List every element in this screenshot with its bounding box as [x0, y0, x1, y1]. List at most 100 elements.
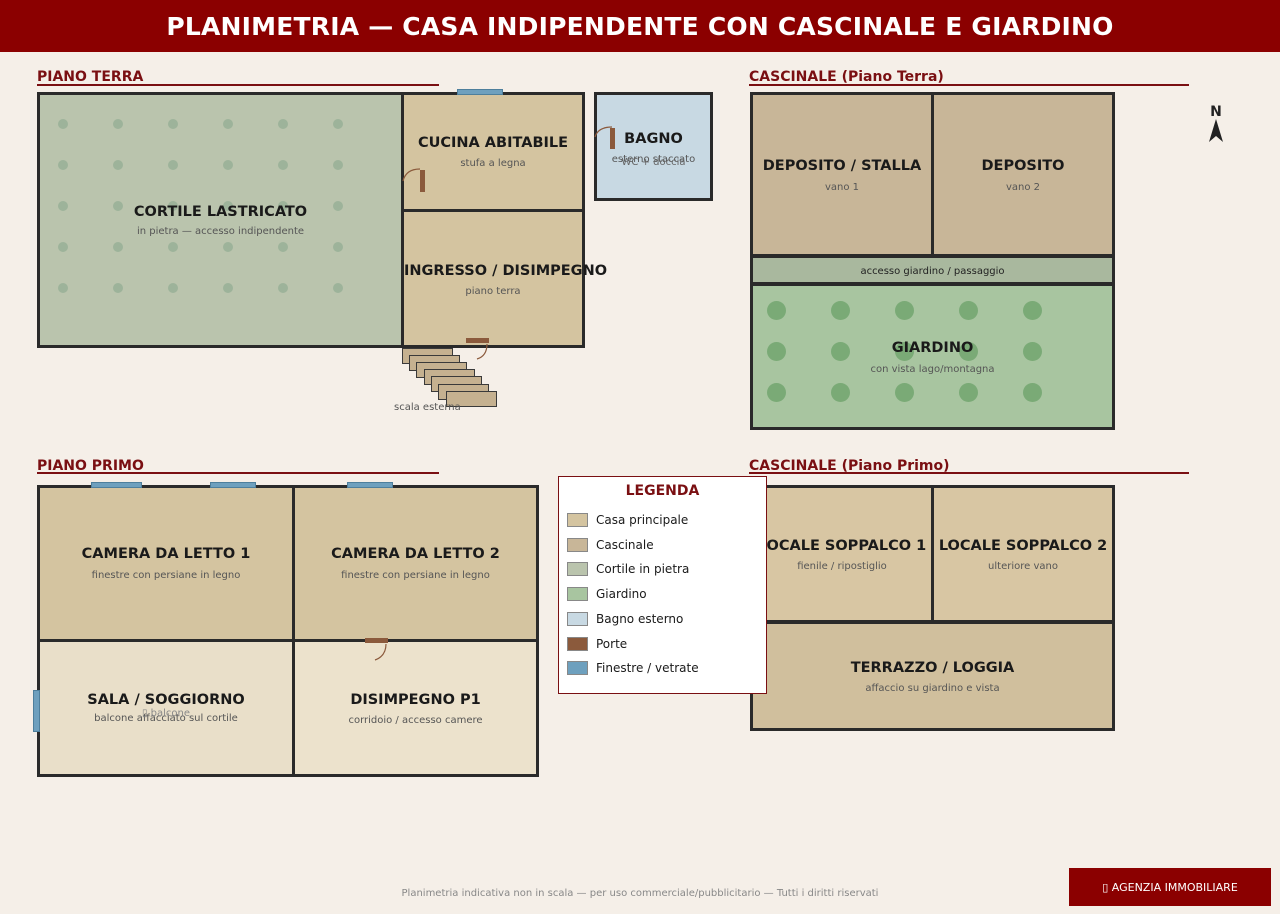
- paving-stone: [223, 160, 233, 170]
- paving-stone: [58, 160, 68, 170]
- room-subtitle: finestre con persiane in legno: [91, 570, 241, 581]
- room-subtitle: balcone affacciato sul cortile: [94, 713, 238, 724]
- room-subtitle: vano 2: [1005, 182, 1041, 193]
- room-soppalco-1: LOCALE SOPPALCO 1 fienile / ripostiglio: [750, 485, 934, 623]
- paving-stone: [278, 160, 288, 170]
- room-subtitle: affaccio su giardino e vista: [865, 683, 1000, 694]
- window: [33, 690, 40, 732]
- room-subtitle: con vista lago/montagna: [870, 364, 995, 375]
- door-swing-icon: [476, 343, 488, 360]
- tree-icon: [831, 383, 850, 402]
- room-giardino: GIARDINO con vista lago/montagna: [750, 283, 1115, 430]
- stair-label: scala esterna: [394, 402, 461, 413]
- section-underline: [749, 84, 1189, 86]
- room-subtitle: vano 1: [824, 182, 860, 193]
- agency-badge: ▯ AGENZIA IMMOBILIARE: [1069, 868, 1271, 906]
- door-swing-icon: [594, 126, 613, 138]
- room-subtitle: fienile / ripostiglio: [797, 561, 887, 572]
- legend-swatch: [567, 537, 588, 552]
- legend-swatch: [567, 661, 588, 676]
- paving-stone: [113, 119, 123, 129]
- tree-icon: [1023, 383, 1042, 402]
- room-name: TERRAZZO / LOGGIA: [850, 660, 1015, 676]
- legend-item: Porte: [567, 636, 627, 652]
- paving-stone: [278, 119, 288, 129]
- tree-icon: [1023, 342, 1042, 361]
- tree-icon: [767, 301, 786, 320]
- window: [457, 89, 503, 95]
- passage-label: accesso giardino / passaggio: [860, 266, 1005, 277]
- tree-icon: [767, 342, 786, 361]
- paving-stone: [333, 242, 343, 252]
- paving-stone: [113, 242, 123, 252]
- paving-stone: [168, 201, 178, 211]
- room-ingresso: INGRESSO / DISIMPEGNO piano terra: [401, 209, 608, 348]
- legend-label: Finestre / vetrate: [596, 661, 699, 676]
- section-title-cascinale-terra: CASCINALE (Piano Terra): [749, 69, 944, 85]
- room-soppalco-2: LOCALE SOPPALCO 2 ulteriore vano: [931, 485, 1115, 623]
- paving-stone: [168, 242, 178, 252]
- tree-icon: [959, 301, 978, 320]
- door: [610, 128, 615, 149]
- room-name: CORTILE LASTRICATO: [133, 204, 308, 220]
- legend-item: Finestre / vetrate: [567, 660, 699, 676]
- paving-stone: [58, 201, 68, 211]
- legend-item: Bagno esterno: [567, 611, 683, 627]
- room-name: GIARDINO: [891, 340, 974, 356]
- room-name: BAGNO: [624, 131, 683, 147]
- paving-stone: [223, 242, 233, 252]
- room-name: DEPOSITO / STALLA: [762, 158, 922, 174]
- tree-icon: [831, 342, 850, 361]
- room-subtitle: stufa a legna: [460, 158, 526, 169]
- paving-stone: [278, 283, 288, 293]
- stair-step: [446, 391, 497, 407]
- paving-stone: [333, 283, 343, 293]
- room-name: CAMERA DA LETTO 1: [81, 546, 251, 562]
- legend-swatch: [567, 611, 588, 626]
- paving-stone: [168, 283, 178, 293]
- legend-label: Cortile in pietra: [596, 562, 690, 577]
- paving-stone: [223, 283, 233, 293]
- window: [210, 482, 256, 488]
- room-subtitle: piano terra: [465, 286, 521, 297]
- legend-swatch: [567, 636, 588, 651]
- legend-label: Casa principale: [596, 513, 689, 527]
- paving-stone: [333, 201, 343, 211]
- room-cortile: CORTILE LASTRICATO in pietra — accesso i…: [37, 92, 404, 348]
- room-deposito: DEPOSITO vano 2: [931, 92, 1115, 257]
- room-name: INGRESSO / DISIMPEGNO: [404, 263, 608, 279]
- balcony-label: ▯ balcone: [141, 708, 191, 719]
- room-subtitle: ulteriore vano: [988, 561, 1058, 572]
- legend-swatch: [567, 587, 588, 602]
- tree-icon: [959, 383, 978, 402]
- plan-title: PLANIMETRIA — CASA INDIPENDENTE CON CASC…: [0, 0, 1280, 52]
- paving-stone: [278, 242, 288, 252]
- room-name: SALA / SOGGIORNO: [87, 692, 245, 708]
- legend-item: Casa principale: [567, 512, 688, 528]
- tree-icon: [959, 342, 978, 361]
- paving-stone: [113, 160, 123, 170]
- paving-stone: [58, 119, 68, 129]
- north-arrow-icon: [1209, 119, 1223, 142]
- legend-item: Cascinale: [567, 537, 654, 553]
- tree-icon: [767, 383, 786, 402]
- room-name: DEPOSITO: [981, 158, 1065, 174]
- paving-stone: [223, 119, 233, 129]
- room-terrazzo: TERRAZZO / LOGGIA affaccio su giardino e…: [750, 621, 1115, 731]
- door: [420, 170, 425, 192]
- tree-icon: [831, 301, 850, 320]
- section-title-cascinale-primo: CASCINALE (Piano Primo): [749, 458, 950, 474]
- door-swing-icon: [374, 643, 387, 661]
- legend-item: Cortile in pietra: [567, 561, 689, 577]
- legend-swatch: [567, 513, 588, 527]
- room-camera-2: CAMERA DA LETTO 2 finestre con persiane …: [292, 485, 539, 642]
- paving-stone: [58, 283, 68, 293]
- room-name: DISIMPEGNO P1: [350, 692, 481, 708]
- room-name: CAMERA DA LETTO 2: [331, 546, 500, 562]
- tree-icon: [895, 342, 914, 361]
- legend-label: Giardino: [596, 587, 647, 602]
- compass: N: [1206, 104, 1226, 148]
- section-underline: [37, 472, 439, 474]
- paving-stone: [113, 283, 123, 293]
